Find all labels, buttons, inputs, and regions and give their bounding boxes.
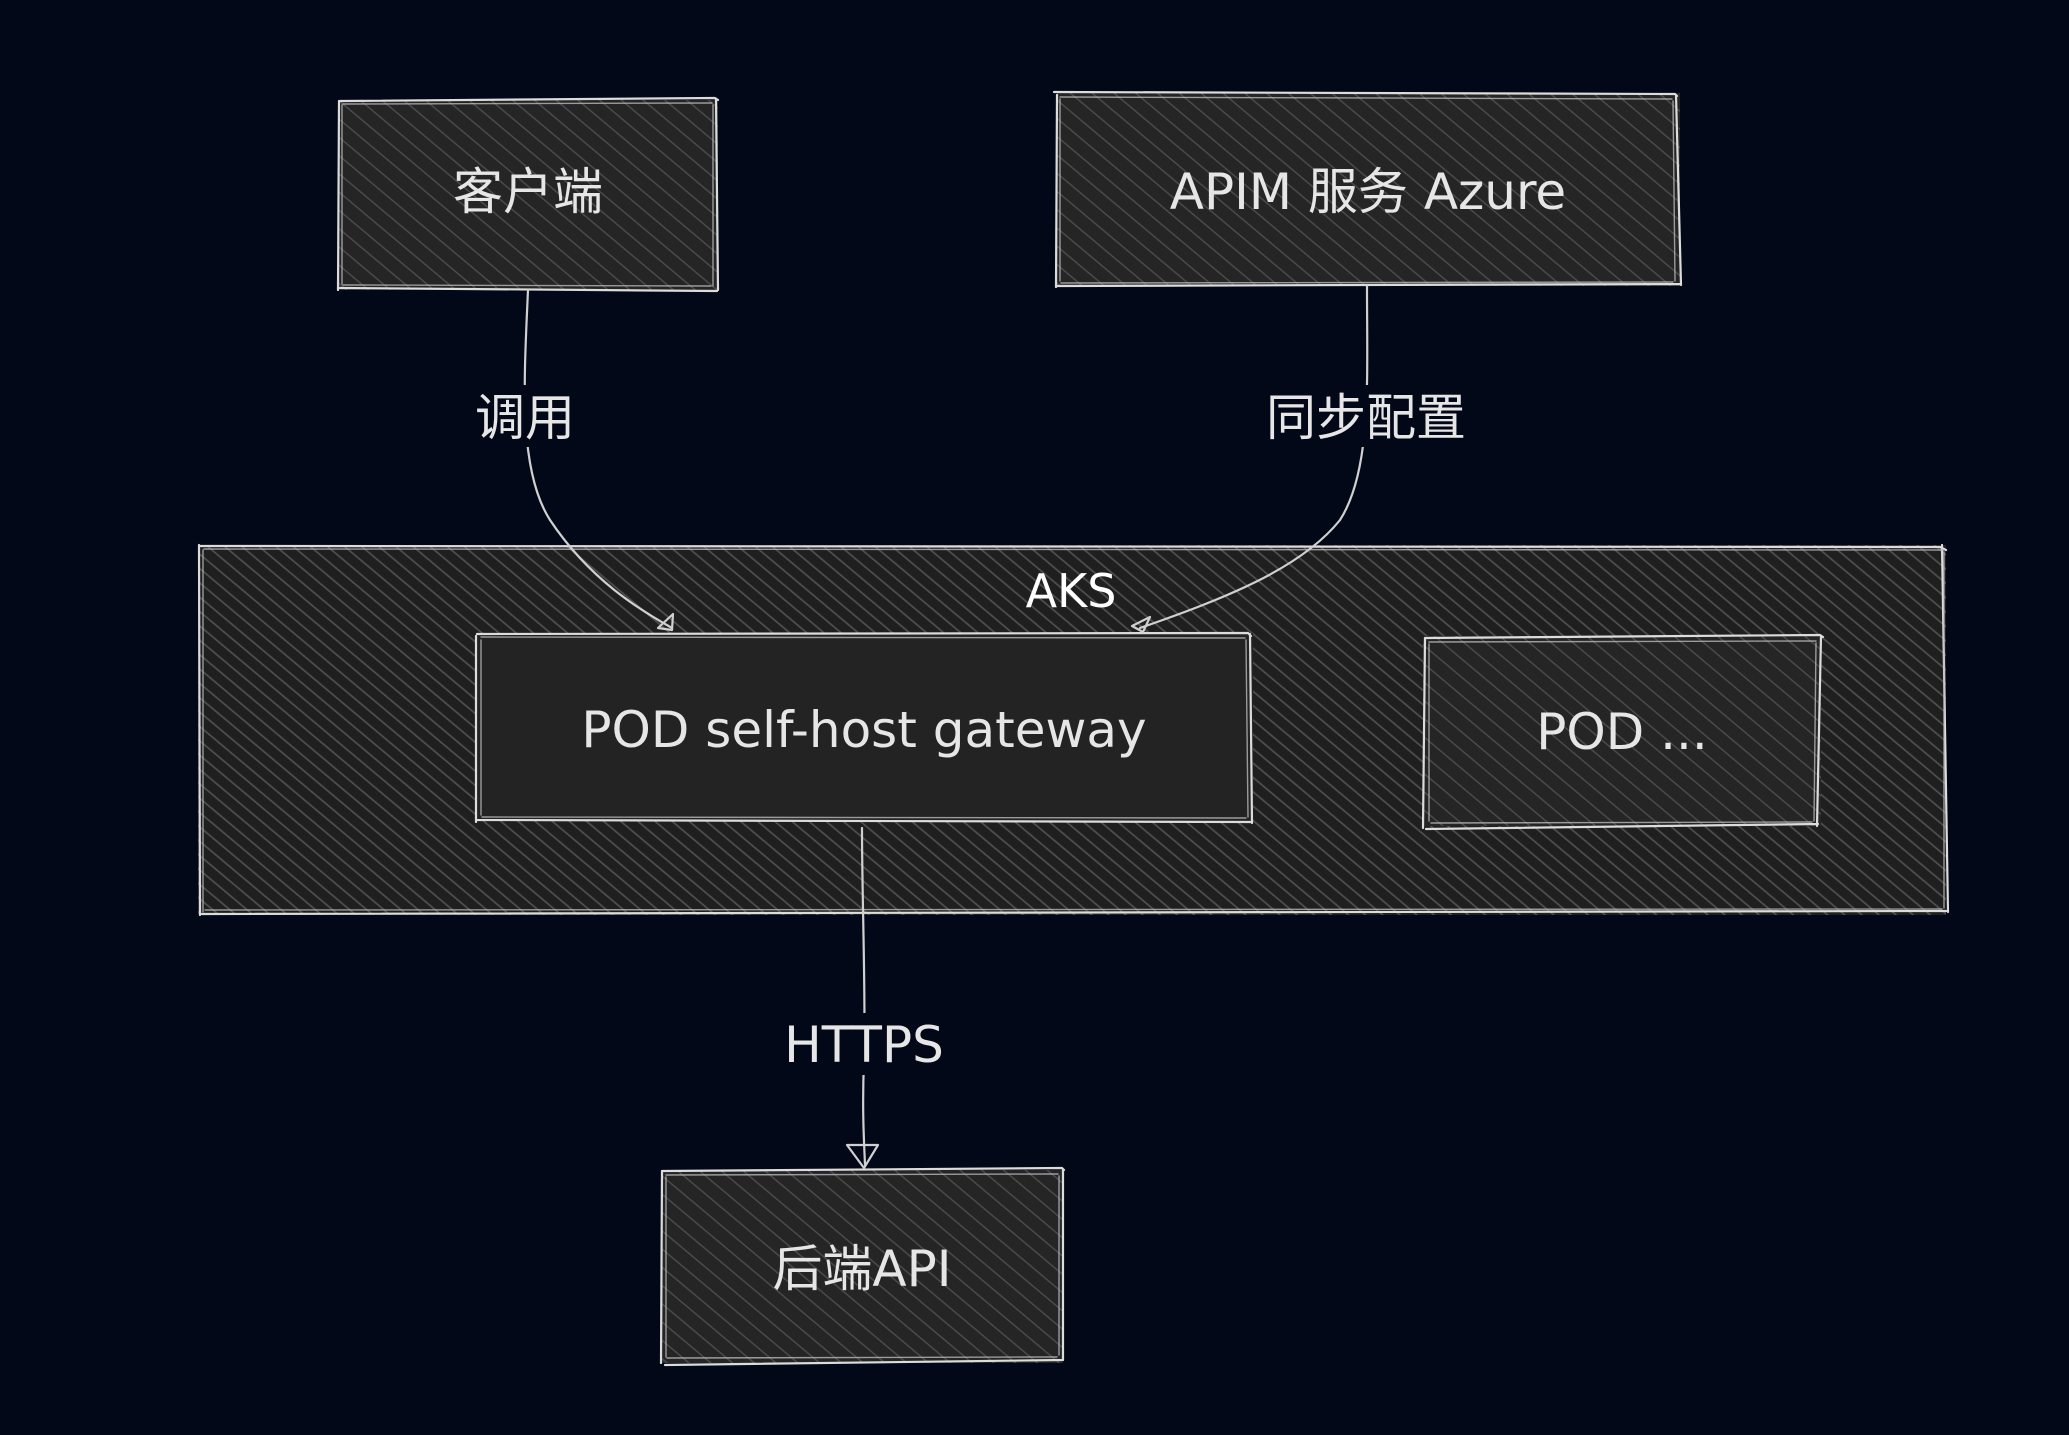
sync-label: 同步配置	[1266, 389, 1466, 447]
node-apim: APIM 服务 Azure	[1052, 90, 1683, 289]
node-gateway: POD self-host gateway	[474, 631, 1254, 825]
edge-sync: 同步配置	[1130, 284, 1480, 634]
client-label: 客户端	[453, 163, 603, 221]
edge-https: HTTPS	[780, 826, 948, 1170]
pod-other-label: POD ...	[1536, 703, 1708, 761]
apim-label: APIM 服务 Azure	[1170, 163, 1566, 221]
node-pod-other: POD ...	[1421, 633, 1825, 831]
node-client: 客户端	[336, 96, 720, 293]
backend-label: 后端API	[772, 1240, 951, 1298]
gateway-label: POD self-host gateway	[581, 701, 1146, 759]
https-label: HTTPS	[784, 1016, 944, 1074]
call-label: 调用	[475, 389, 575, 447]
aks-label: AKS	[1026, 564, 1117, 618]
node-backend: 后端API	[659, 1166, 1066, 1367]
edge-call: 调用	[468, 288, 675, 632]
